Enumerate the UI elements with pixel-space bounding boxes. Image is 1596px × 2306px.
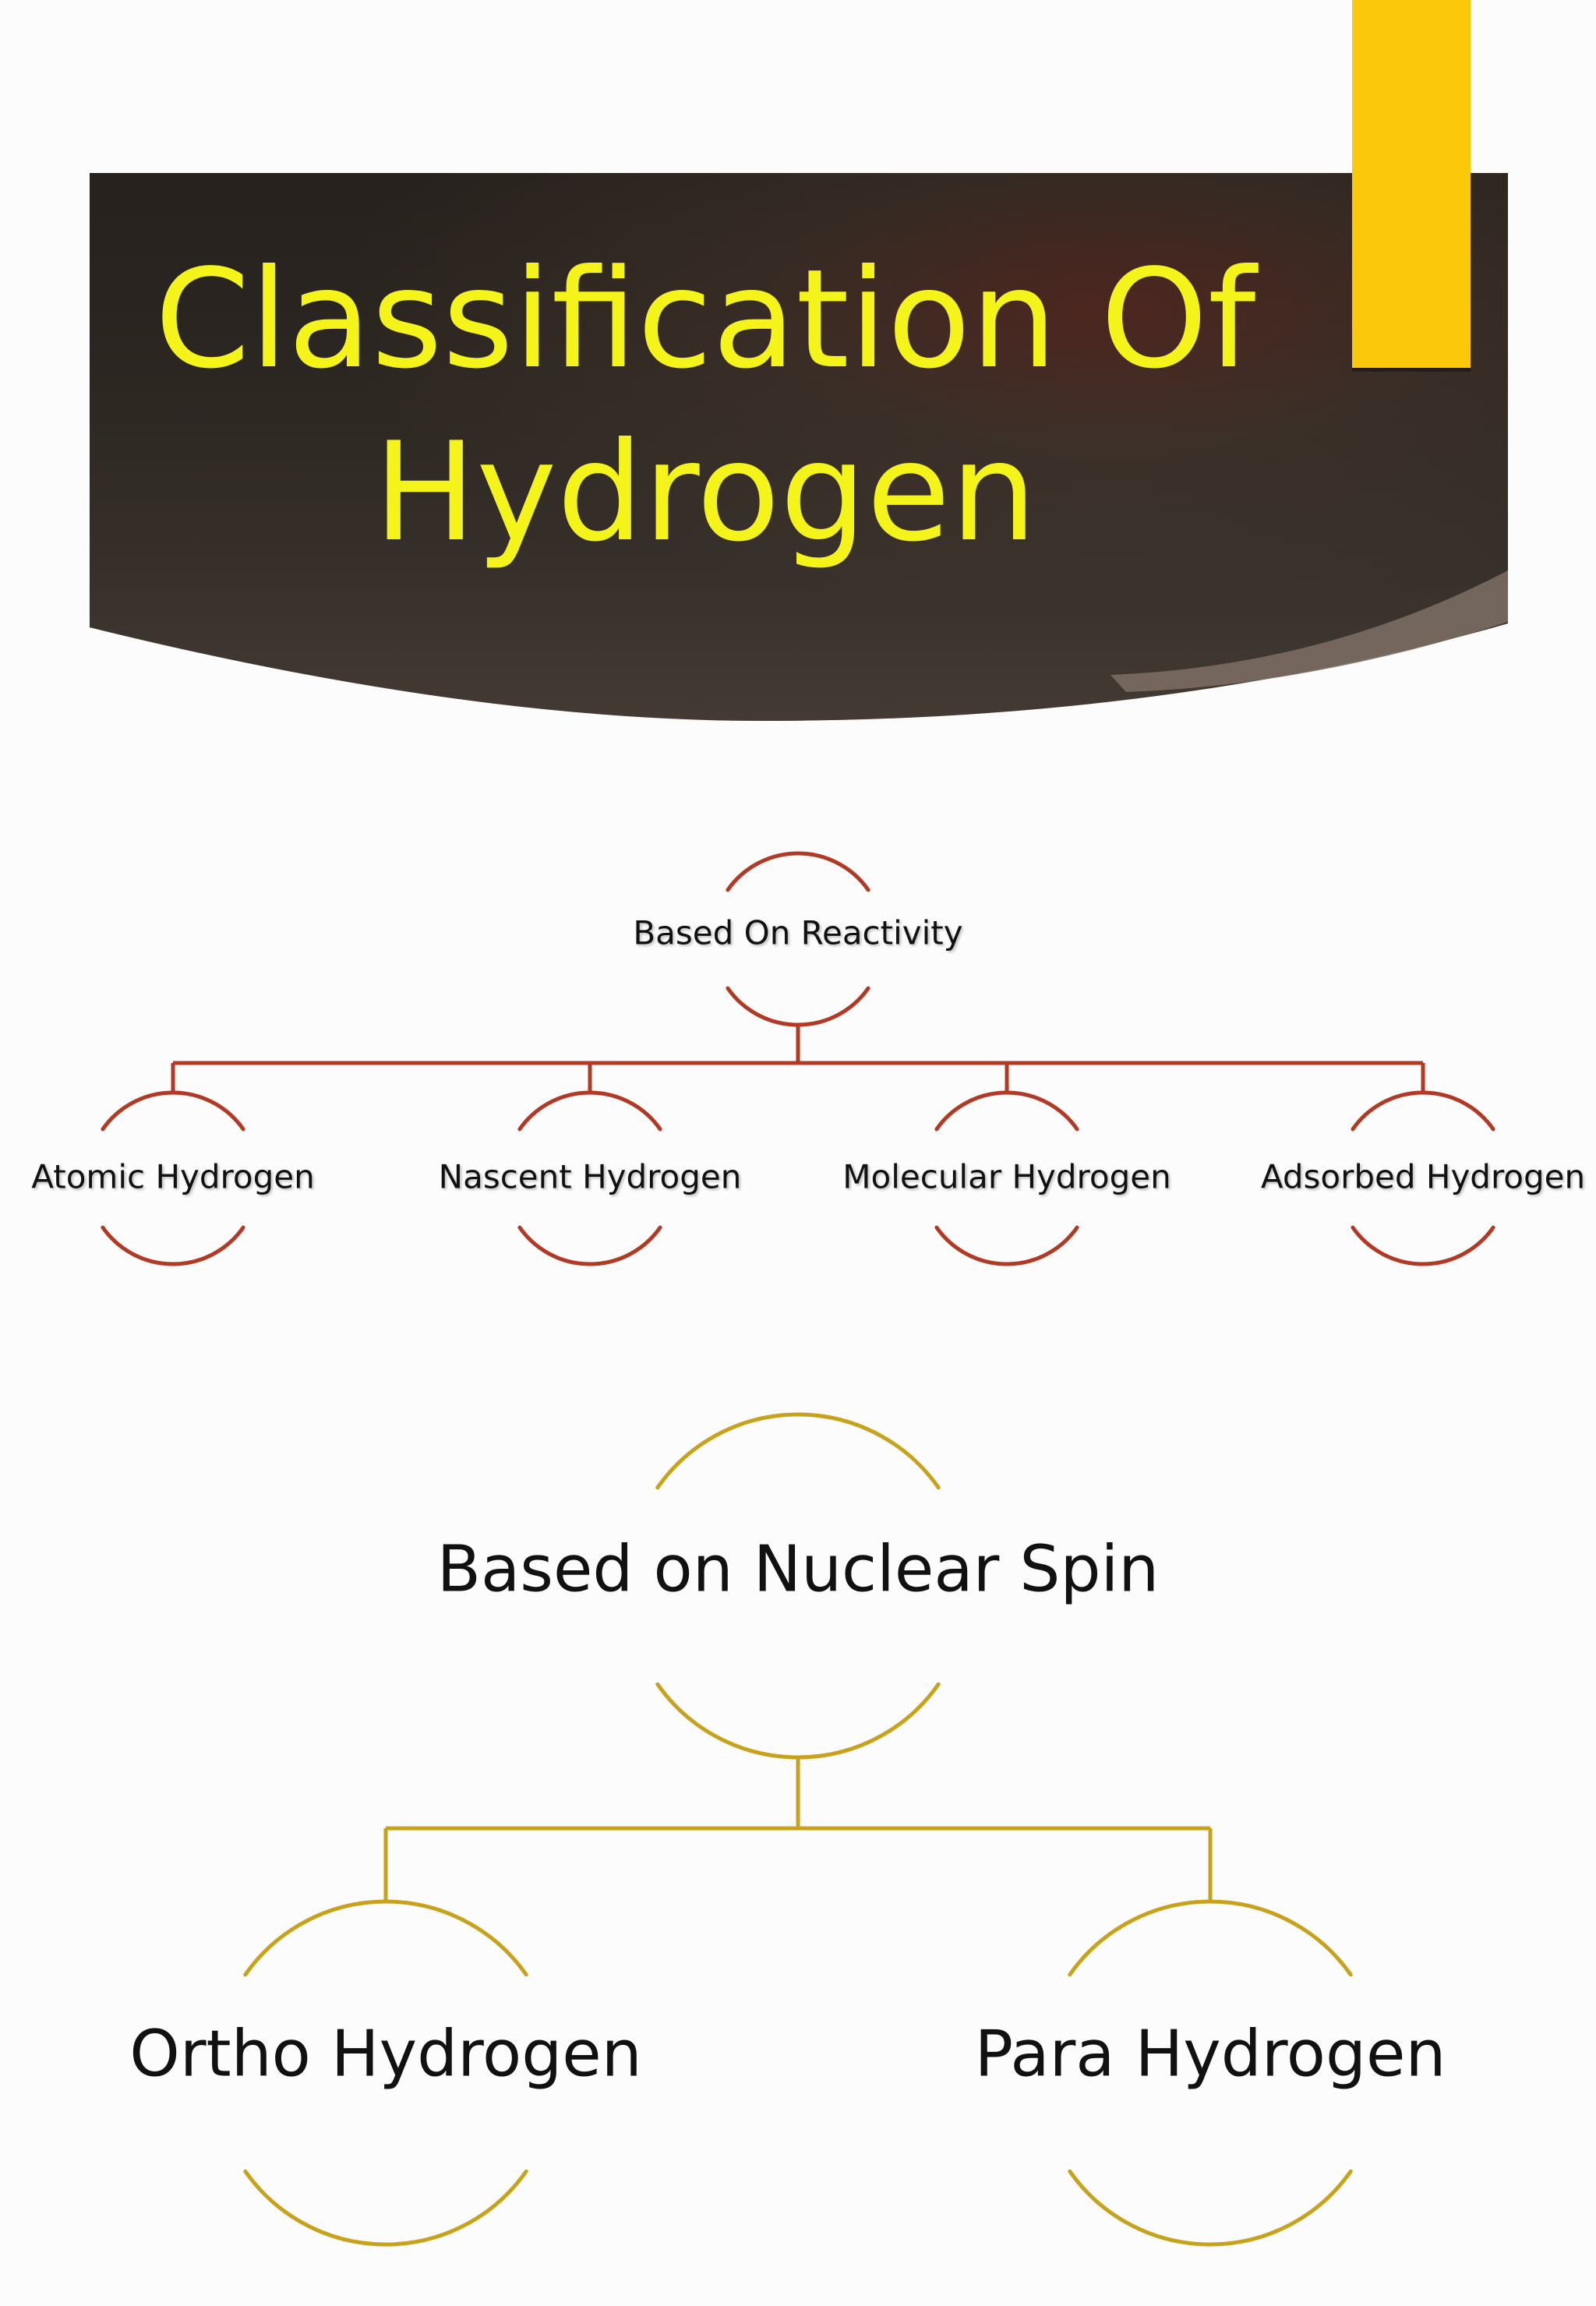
reactivity-child-label: Adsorbed Hydrogen [1260, 1157, 1586, 1196]
child-node-top-arc [1068, 1899, 1353, 1977]
child-node-bottom-arc [1068, 2169, 1353, 2247]
banner-shade [90, 173, 1508, 721]
root-node-top-arc [655, 1412, 941, 1490]
reactivity-child-label: Nascent Hydrogen [438, 1157, 742, 1196]
reactivity-root-label: Based On Reactivity [633, 913, 963, 952]
spin-child-label: Ortho Hydrogen [129, 2017, 642, 2092]
title-line-1: Classification Of [154, 241, 1256, 399]
accent-bar [1352, 0, 1471, 368]
title-banner [90, 0, 1508, 721]
child-node-top-arc [934, 1090, 1079, 1132]
child-node-bottom-arc [517, 1225, 662, 1266]
child-node-top-arc [101, 1090, 245, 1132]
child-node-bottom-arc [1351, 1225, 1495, 1266]
child-node-top-arc [517, 1090, 662, 1132]
title-line-2: Hydrogen [373, 414, 1037, 572]
reactivity-child-label: Atomic Hydrogen [31, 1157, 315, 1196]
spin-root-label: Based on Nuclear Spin [436, 1532, 1160, 1607]
child-node-bottom-arc [243, 2169, 528, 2247]
reactivity-child-label: Molecular Hydrogen [842, 1157, 1171, 1196]
reactivity-diagram [101, 851, 1495, 1266]
accent-bar-shadow [1352, 368, 1471, 372]
slide-title: Classification Of Hydrogen [140, 234, 1270, 580]
banner-curl [1110, 570, 1508, 692]
child-node-top-arc [243, 1899, 528, 1977]
child-node-top-arc [1351, 1090, 1495, 1132]
spin-child-label: Para Hydrogen [974, 2017, 1446, 2092]
root-node-top-arc [726, 851, 870, 892]
child-node-bottom-arc [934, 1225, 1079, 1266]
root-node-bottom-arc [655, 1682, 941, 1760]
root-node-bottom-arc [726, 986, 870, 1027]
nuclear-spin-diagram [243, 1412, 1353, 2247]
child-node-bottom-arc [101, 1225, 245, 1266]
